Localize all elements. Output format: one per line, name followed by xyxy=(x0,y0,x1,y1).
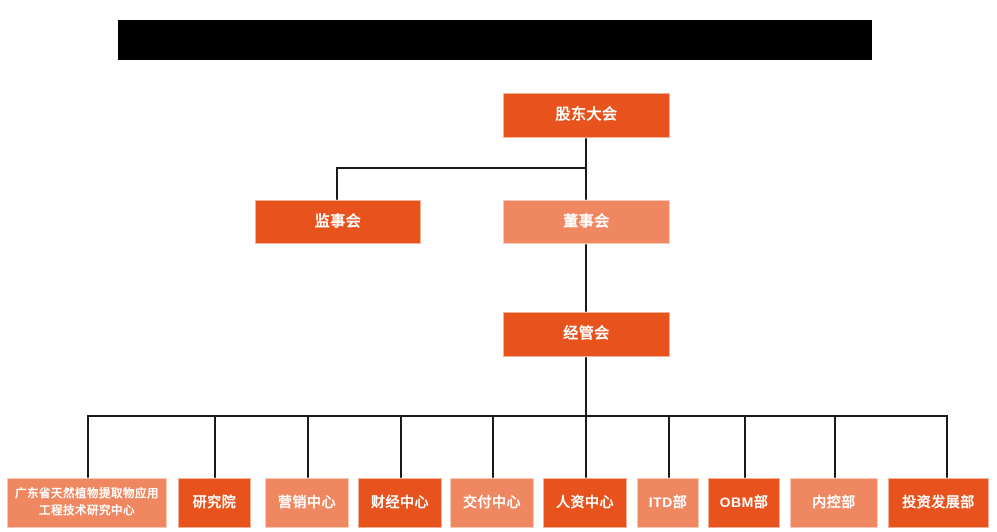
connector-drop-investment-development-dept xyxy=(946,415,948,478)
connector-shareholders-down xyxy=(585,138,587,169)
connector-drop-hr-center xyxy=(585,415,587,478)
node-management[interactable]: 经管会 xyxy=(503,312,670,357)
connector-drop-research-center xyxy=(87,415,89,478)
connector-drop-delivery-center xyxy=(492,415,494,478)
title-banner xyxy=(118,20,872,60)
node-delivery-center[interactable]: 交付中心 xyxy=(450,478,534,528)
node-hr-center[interactable]: 人资中心 xyxy=(543,478,627,528)
node-itd-dept[interactable]: ITD部 xyxy=(637,478,699,528)
connector-drop-finance-center xyxy=(400,415,402,478)
connector-departments-bar xyxy=(87,415,947,417)
connector-drop-marketing-center xyxy=(307,415,309,478)
node-internal-control-dept[interactable]: 内控部 xyxy=(790,478,878,528)
connector-drop-itd-dept xyxy=(668,415,670,478)
connector-directors-to-management xyxy=(585,243,587,312)
connector-level2-bar xyxy=(336,167,587,169)
node-obm-dept[interactable]: OBM部 xyxy=(708,478,780,528)
node-research-institute[interactable]: 研究院 xyxy=(178,478,251,528)
node-shareholders[interactable]: 股东大会 xyxy=(503,93,670,138)
node-marketing-center[interactable]: 营销中心 xyxy=(265,478,349,528)
connector-supervisors-down xyxy=(336,167,338,200)
connector-drop-obm-dept xyxy=(744,415,746,478)
connector-management-down xyxy=(585,357,587,416)
node-research-center[interactable]: 广东省天然植物提取物应用工程技术研究中心 xyxy=(7,478,167,528)
connector-drop-research-institute xyxy=(214,415,216,478)
node-investment-development-dept[interactable]: 投资发展部 xyxy=(888,478,989,528)
node-finance-center[interactable]: 财经中心 xyxy=(358,478,442,528)
node-directors[interactable]: 董事会 xyxy=(503,200,670,244)
connector-drop-internal-control-dept xyxy=(834,415,836,478)
node-supervisors[interactable]: 监事会 xyxy=(255,200,421,244)
connector-directors-down xyxy=(585,167,587,200)
